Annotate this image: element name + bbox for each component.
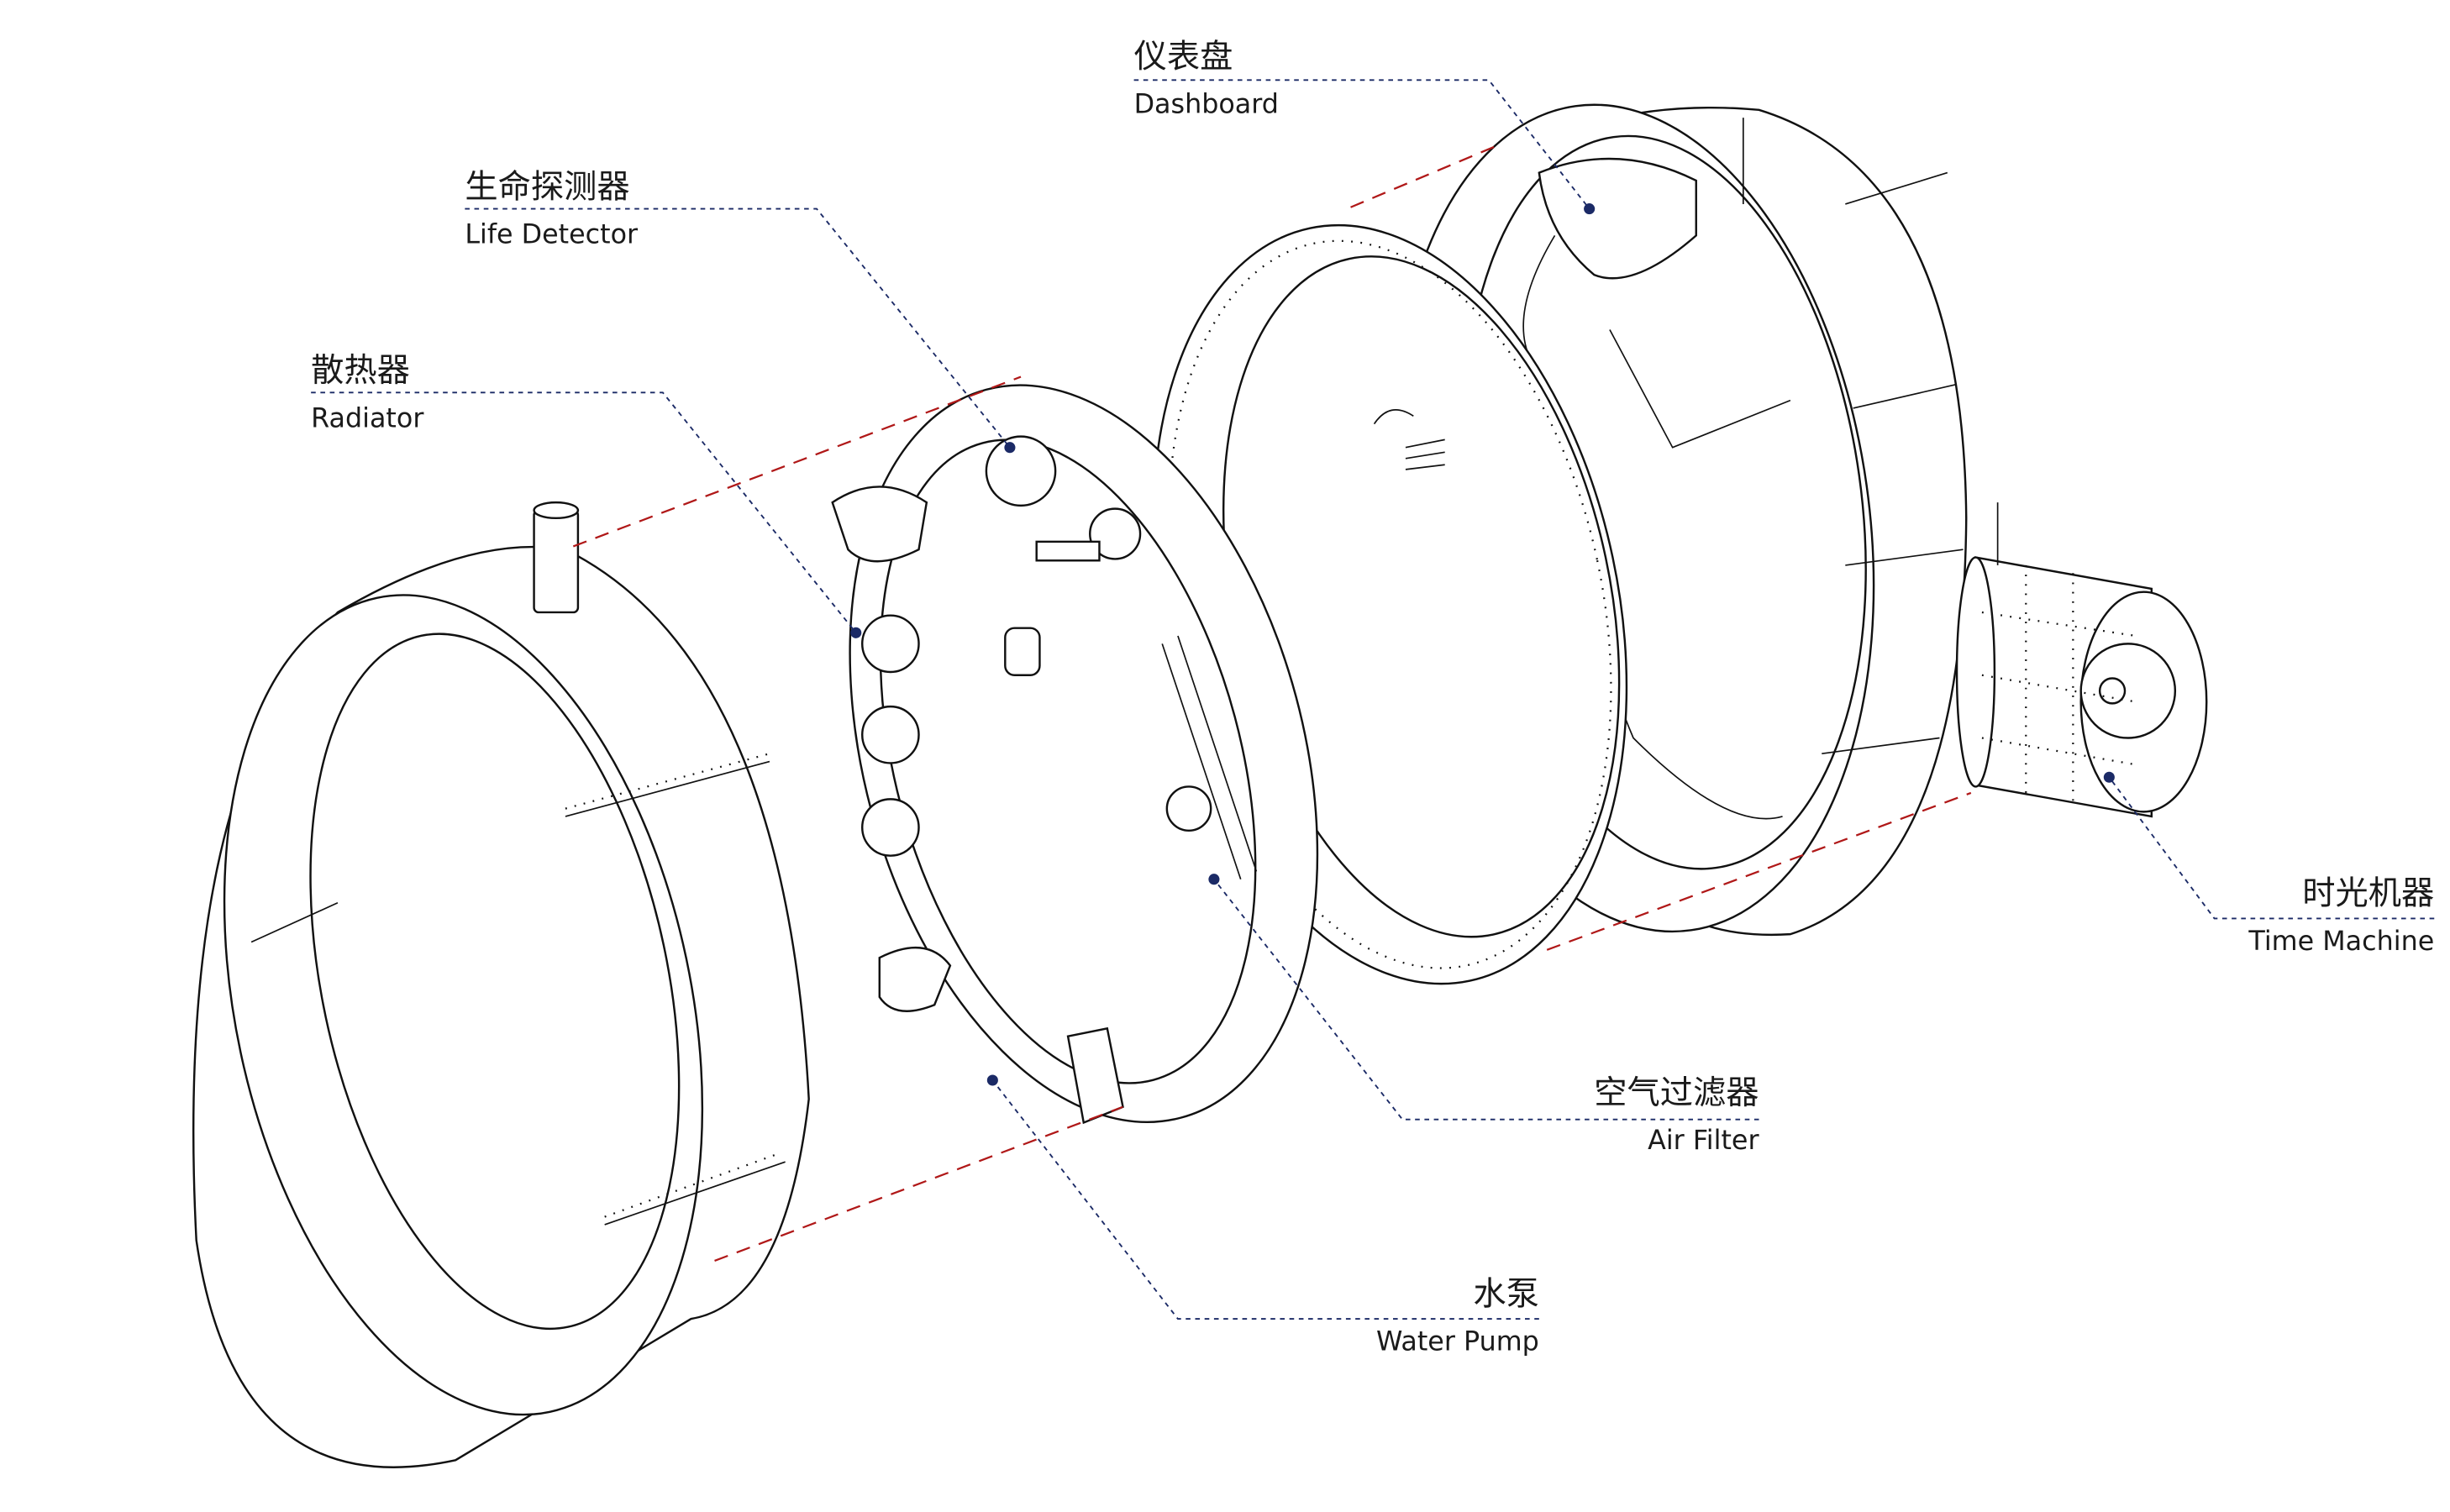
label-en: Dashboard: [1134, 90, 1279, 120]
marker-dot: [986, 1074, 998, 1086]
callout-air-filter: 空气过滤器 Air Filter: [1208, 874, 1759, 1156]
label-cn: 水泵: [1473, 1275, 1539, 1313]
marker-dot: [850, 627, 862, 638]
label-cn: 时光机器: [2302, 875, 2434, 913]
label-cn: 生命探测器: [465, 169, 629, 207]
label-en: Radiator: [311, 403, 424, 433]
callout-time-machine: 时光机器 Time Machine: [2103, 771, 2434, 957]
callout-life-detector: 生命探测器 Life Detector: [465, 169, 1016, 454]
label-en: Time Machine: [2248, 927, 2434, 957]
marker-dot: [1208, 874, 1220, 885]
label-cn: 仪表盘: [1134, 38, 1233, 76]
label-cn: 散热器: [311, 352, 410, 390]
label-en: Life Detector: [465, 220, 639, 250]
life-detector-plate: [831, 384, 1319, 1125]
marker-dot: [1004, 442, 1016, 454]
projection-guides: [572, 143, 1972, 1262]
callout-water-pump: 水泵 Water Pump: [986, 1074, 1539, 1357]
label-en: Air Filter: [1648, 1126, 1759, 1156]
marker-dot: [2103, 771, 2115, 783]
label-en: Water Pump: [1376, 1326, 1539, 1357]
time-machine: [1955, 502, 2208, 818]
marker-dot: [1584, 203, 1596, 215]
callout-dashboard: 仪表盘 Dashboard: [1133, 38, 1596, 215]
callout-radiator: 散热器 Radiator: [311, 352, 862, 638]
label-cn: 空气过滤器: [1594, 1074, 1759, 1112]
radiator-cylinder: [192, 501, 810, 1468]
